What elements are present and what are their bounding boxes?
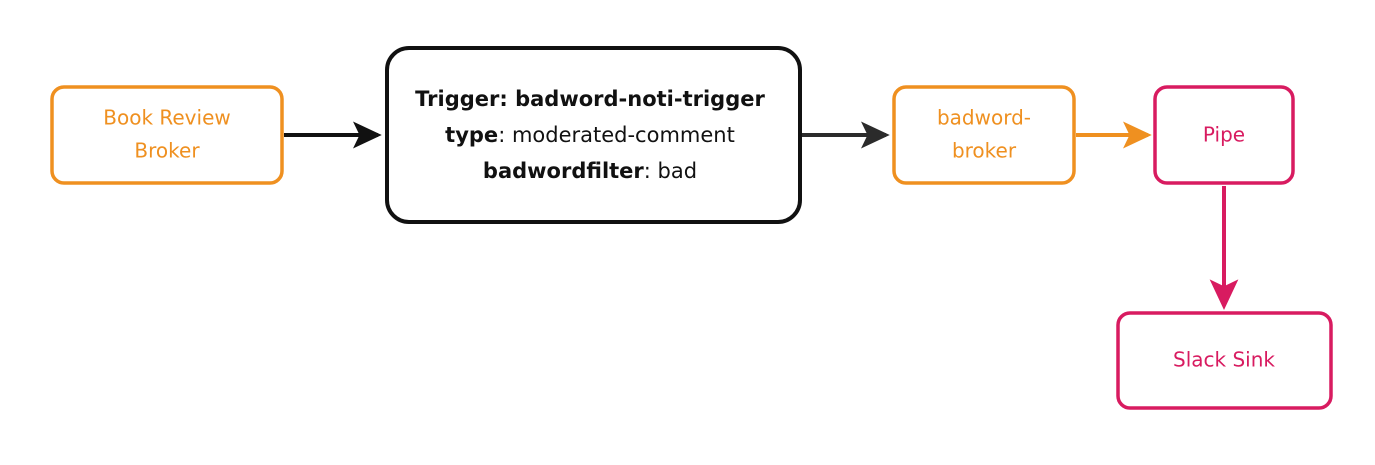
- badwordfilter-value: : bad: [644, 159, 697, 183]
- node-trigger-box-line-type: type: moderated-comment: [445, 123, 735, 147]
- node-trigger-box-shape[interactable]: [385, 46, 802, 224]
- node-badword-broker-label-line-2: broker: [952, 139, 1017, 163]
- node-pipe[interactable]: Pipe: [1153, 85, 1295, 185]
- trigger-key: Trigger:: [415, 87, 508, 111]
- trigger-value: badword-noti-trigger: [508, 87, 766, 111]
- node-badword-broker[interactable]: badword- broker: [892, 85, 1076, 185]
- type-key: type: [445, 123, 498, 147]
- node-slack-sink[interactable]: Slack Sink: [1116, 311, 1333, 410]
- node-pipe-label: Pipe: [1203, 123, 1245, 147]
- node-book-review-broker-label-line-1: Book Review: [103, 106, 231, 130]
- node-trigger-box-line-trigger: Trigger: badword-noti-trigger: [415, 87, 765, 111]
- node-pipe-shape[interactable]: [1153, 85, 1295, 185]
- edges-layer: [284, 121, 1239, 310]
- node-book-review-broker[interactable]: Book Review Broker: [50, 85, 284, 185]
- node-slack-sink-shape[interactable]: [1116, 311, 1333, 410]
- node-slack-sink-label: Slack Sink: [1173, 348, 1275, 372]
- badwordfilter-key: badwordfilter: [483, 159, 644, 183]
- node-book-review-broker-shape[interactable]: [50, 85, 284, 185]
- node-trigger-box-line-badwordfilter: badwordfilter: bad: [483, 159, 697, 183]
- node-trigger-box[interactable]: Trigger: badword-noti-trigger type: mode…: [385, 46, 802, 224]
- node-badword-broker-shape[interactable]: [892, 85, 1076, 185]
- node-book-review-broker-label-line-2: Broker: [134, 139, 200, 163]
- node-badword-broker-label-line-1: badword-: [937, 106, 1031, 130]
- type-value: : moderated-comment: [498, 123, 735, 147]
